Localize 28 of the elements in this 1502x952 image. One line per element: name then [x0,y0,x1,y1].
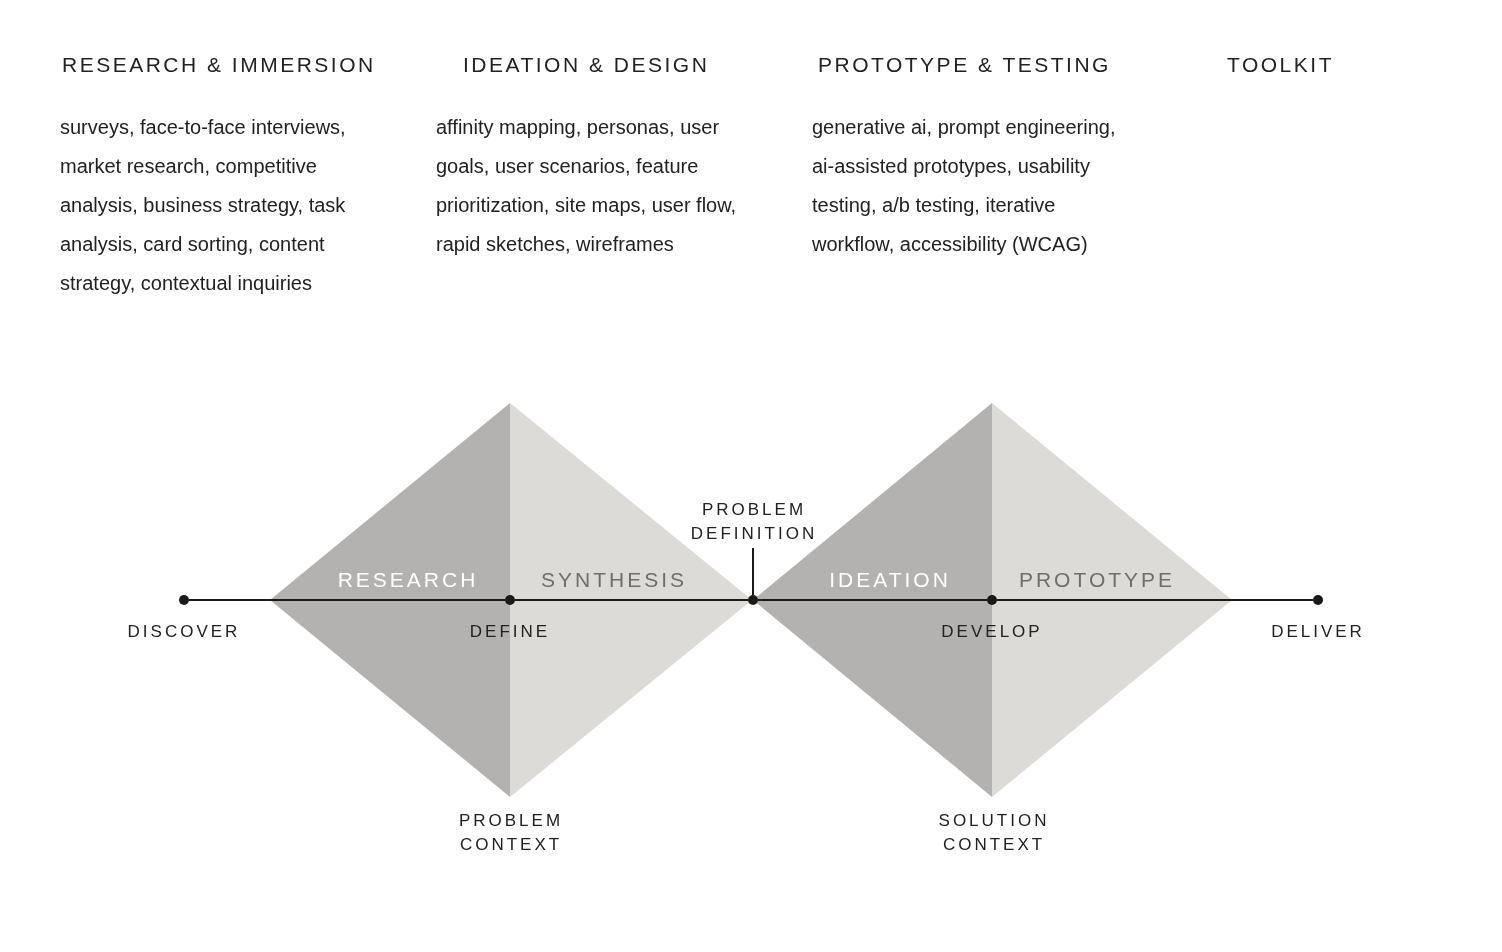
column-heading: PROTOTYPE & TESTING [818,53,1111,77]
leader-line [752,547,754,596]
timeline-line [757,599,988,601]
timeline-line [188,599,506,601]
stage-label: DEVELOP [940,621,1044,643]
column-text: generative ai, prompt engineering, ai-assisted prototypes, usability testing, a/b testing, iterative workflow, accessibility (WCAG) [812,115,1117,257]
phase-label: IDEATION [828,568,952,592]
stage-label: DELIVER [1270,621,1366,643]
phase-label: PROTOTYPE [1017,568,1177,592]
milestone-label: PROBLEM DEFINITION [684,498,824,546]
column-heading: IDEATION & DESIGN [463,53,710,77]
context-label: SOLUTION CONTEXT [937,810,1051,856]
milestone-dot [179,595,189,605]
stage-label: DISCOVER [126,621,242,643]
context-label: PROBLEM CONTEXT [457,810,565,856]
timeline-line [514,599,749,601]
timeline-line [996,599,1314,601]
phase-label: SYNTHESIS [540,568,688,592]
column-text: affinity mapping, personas, user goals, user scenarios, feature prioritization, site maps, user flow, rapid sketches, wireframes [436,115,738,257]
phase-label: RESEARCH [336,568,480,592]
milestone-dot [505,595,515,605]
column-heading: TOOLKIT [1227,53,1334,77]
column-heading: RESEARCH & IMMERSION [62,53,376,77]
stage-label: DEFINE [468,621,552,643]
milestone-dot [987,595,997,605]
milestone-dot [1313,595,1323,605]
column-text: surveys, face-to-face interviews, market research, competitive analysis, business strategy, task analysis, card sorting, content strategy, contextual inquiries [60,115,347,296]
milestone-dot [748,595,758,605]
